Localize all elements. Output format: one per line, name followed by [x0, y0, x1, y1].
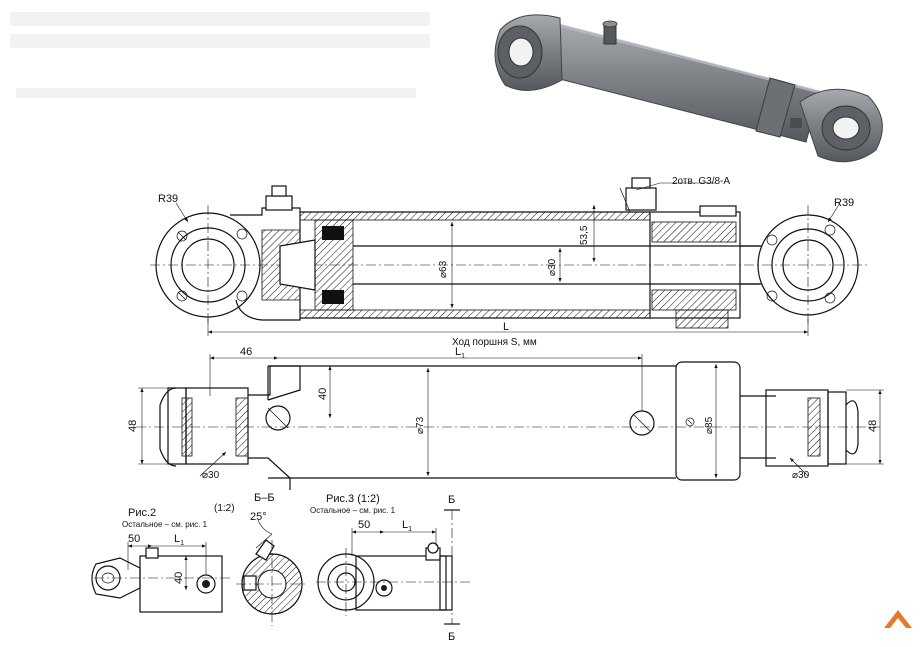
fig2-dim-40: 40 — [173, 572, 185, 584]
detail-fig2 — [91, 542, 230, 613]
label-dim-L1: L1 — [455, 346, 465, 360]
label-dim-30-rod: ⌀30 — [547, 258, 558, 276]
fig2-note: Остальное – см. рис. 1 — [122, 520, 208, 529]
brand-logo — [884, 610, 912, 628]
fig3-dim-50: 50 — [358, 519, 370, 531]
label-r39-left: R39 — [158, 193, 178, 205]
label-dim-48-right: 48 — [867, 420, 879, 432]
middle-side-view — [136, 354, 884, 490]
fig3-section-mark-bottom: Б — [448, 631, 455, 642]
label-dim-63: ⌀63 — [438, 260, 449, 278]
label-dim-73: ⌀73 — [415, 416, 426, 434]
label-dim-30-right: ⌀30 — [792, 470, 810, 481]
fig2-title: Рис.2 — [128, 507, 156, 519]
label-dim-30-left: ⌀30 — [202, 470, 220, 481]
label-dim-L: L — [503, 321, 509, 333]
label-port: 2отв. G3/8-A — [672, 176, 730, 187]
detail-fig3 — [316, 509, 470, 625]
label-dim-46: 46 — [240, 346, 252, 358]
fig3-dim-L1: L1 — [402, 519, 412, 533]
label-dim-48-left: 48 — [127, 420, 139, 432]
label-dim-53-5: 53,5 — [579, 225, 590, 245]
fig3-title: Рис.3 (1:2) — [326, 493, 380, 505]
label-dim-85: ⌀85 — [704, 416, 715, 434]
section-bb-angle: 25° — [250, 511, 267, 523]
label-r39-right: R39 — [834, 197, 854, 209]
section-bb — [236, 519, 308, 626]
section-bb-title: Б–Б — [254, 492, 275, 504]
cylinder-3d-render — [494, 14, 883, 163]
watermark-ghost — [10, 12, 430, 98]
label-dim-40: 40 — [317, 388, 329, 400]
fig2-dim-50: 50 — [128, 533, 140, 545]
top-section-view — [150, 177, 870, 336]
fig3-note: Остальное – см. рис. 1 — [310, 506, 396, 515]
label-stroke: Ход поршня S, мм — [452, 337, 537, 348]
fig2-dim-L1: L1 — [174, 533, 184, 547]
fig3-section-mark-top: Б — [448, 494, 455, 506]
section-bb-scale: (1:2) — [214, 503, 235, 514]
